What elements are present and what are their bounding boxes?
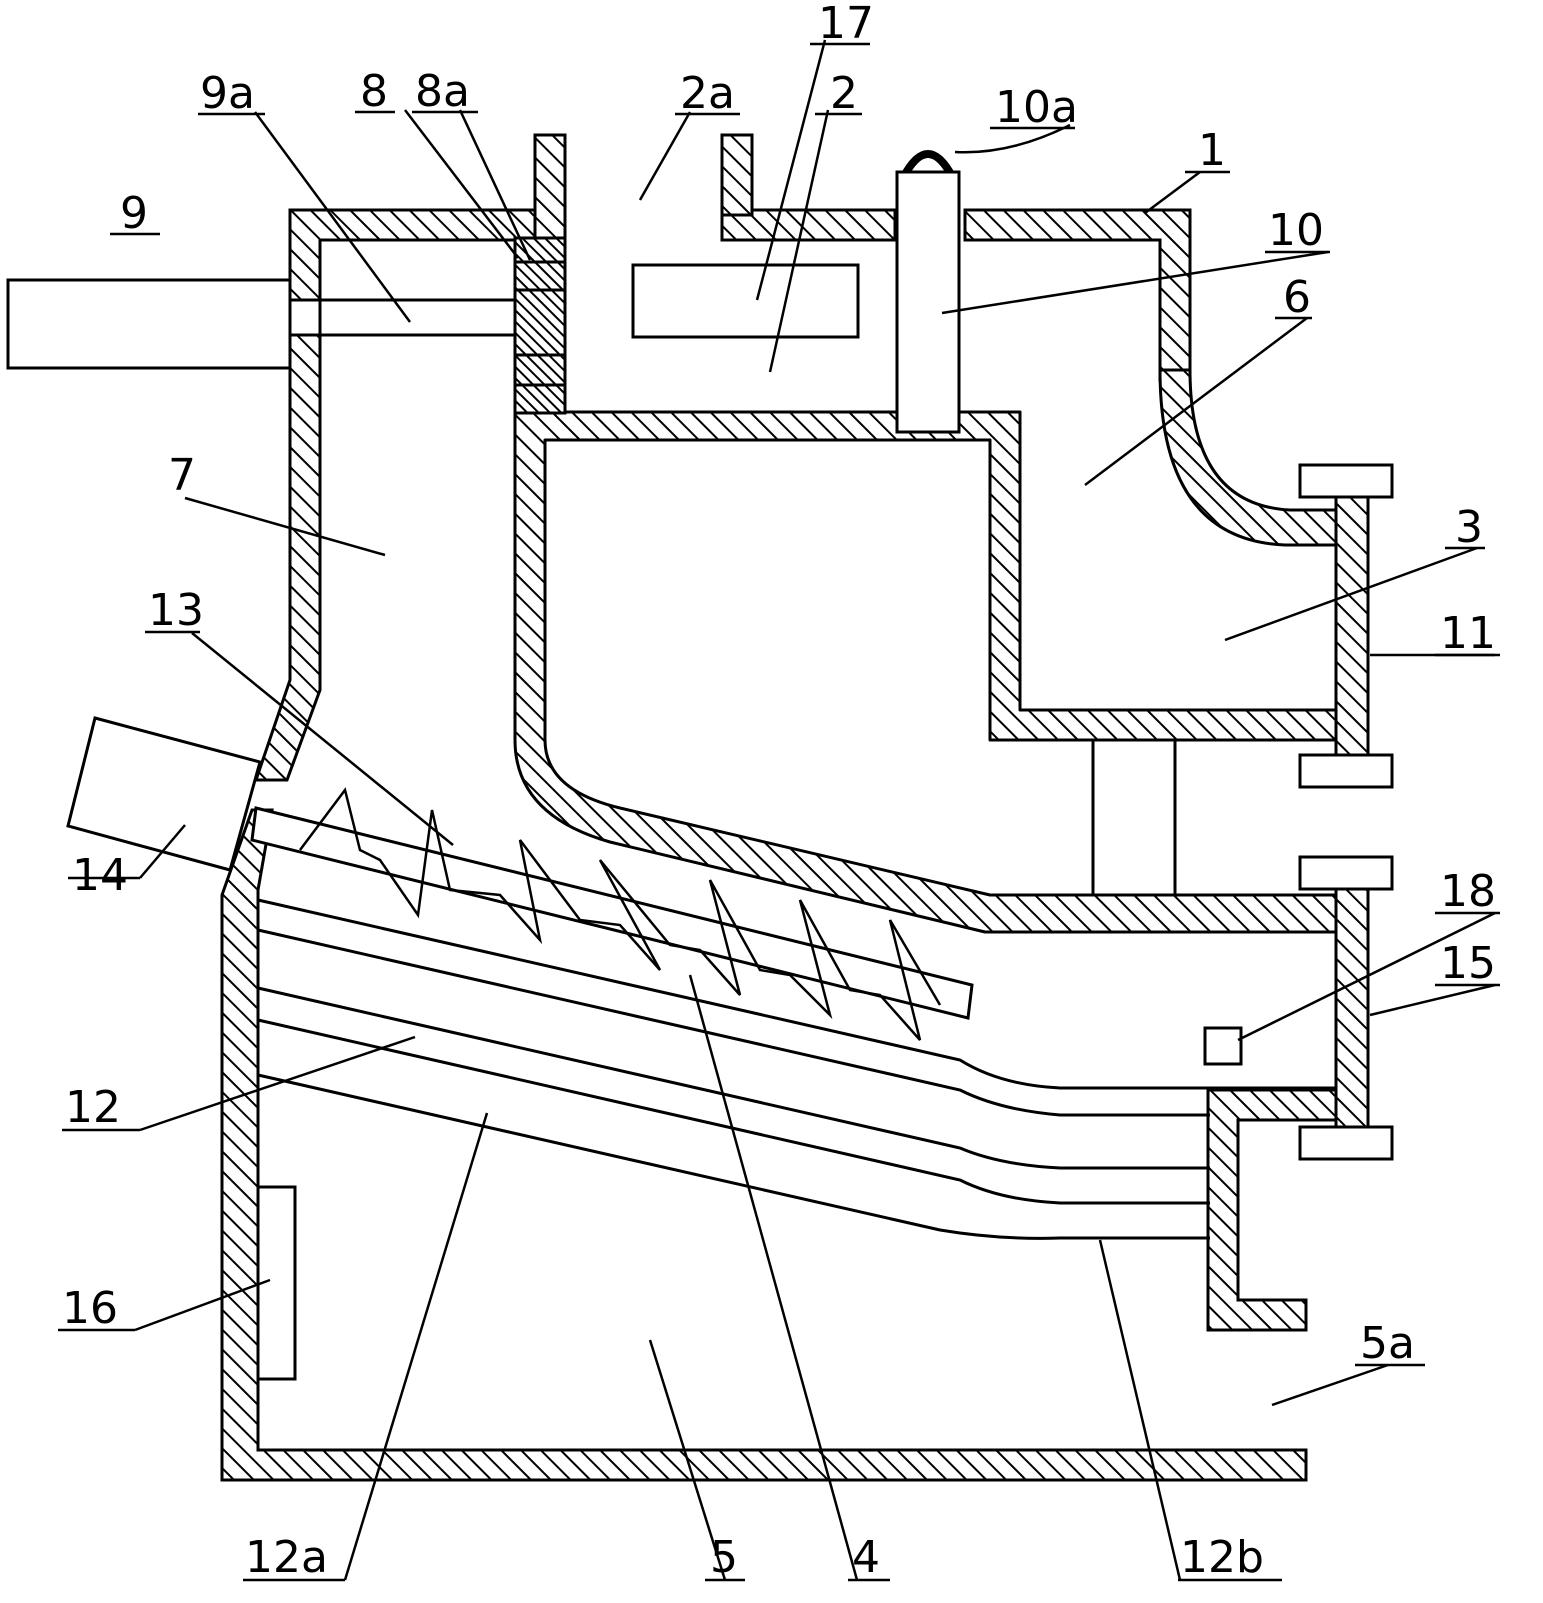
support-posts — [1091, 740, 1177, 895]
sensor-probe — [895, 150, 961, 434]
inspection-window — [256, 1185, 297, 1381]
top-wall-far-right — [963, 208, 1192, 382]
flange-upper — [1298, 463, 1394, 789]
label-12: 12 — [65, 1082, 121, 1133]
label-13: 13 — [148, 585, 204, 636]
leader-lines — [134, 39, 1496, 1581]
left-wall-upper — [253, 333, 322, 782]
label-8a: 8a — [415, 66, 470, 117]
label-7: 7 — [168, 450, 196, 501]
filter-screen — [513, 236, 567, 415]
top-wall-left — [288, 208, 542, 302]
label-18: 18 — [1440, 866, 1496, 917]
elbow-wall — [1158, 368, 1338, 547]
part-labels: 17 2 2a 8a 8 9a 9 10a 1 10 6 3 11 18 15 … — [58, 0, 1500, 1583]
label-11: 11 — [1440, 608, 1496, 659]
hopper-left-wall — [533, 133, 567, 242]
label-3: 3 — [1455, 502, 1483, 553]
label-17: 17 — [818, 0, 874, 49]
label-4: 4 — [852, 1532, 880, 1583]
sensor-18 — [1203, 1026, 1243, 1066]
label-2a: 2a — [680, 68, 735, 119]
label-15: 15 — [1440, 938, 1496, 989]
hopper-right-wall — [720, 133, 754, 217]
label-8: 8 — [360, 66, 388, 117]
screw-conveyor — [250, 787, 974, 1041]
housing — [220, 133, 1338, 1482]
label-12b: 12b — [1180, 1532, 1264, 1583]
label-1: 1 — [1198, 125, 1226, 176]
motor — [66, 716, 262, 872]
screw-flight — [299, 787, 942, 1041]
flange-lower — [1298, 855, 1394, 1161]
air-inlet-pipe — [6, 278, 515, 370]
label-10: 10 — [1268, 205, 1324, 256]
top-wall-right — [720, 208, 897, 242]
label-6: 6 — [1283, 272, 1311, 323]
label-9a: 9a — [200, 68, 255, 119]
label-9: 9 — [120, 188, 148, 239]
grate-bars — [257, 898, 1336, 1240]
label-5a: 5a — [1360, 1318, 1415, 1369]
label-16: 16 — [62, 1283, 118, 1334]
label-14: 14 — [72, 850, 128, 901]
inner-curved-wall — [513, 410, 1338, 934]
label-10a: 10a — [995, 82, 1078, 133]
label-2: 2 — [830, 68, 858, 119]
label-12a: 12a — [245, 1532, 328, 1583]
heater-block — [631, 263, 860, 339]
label-5: 5 — [710, 1532, 738, 1583]
